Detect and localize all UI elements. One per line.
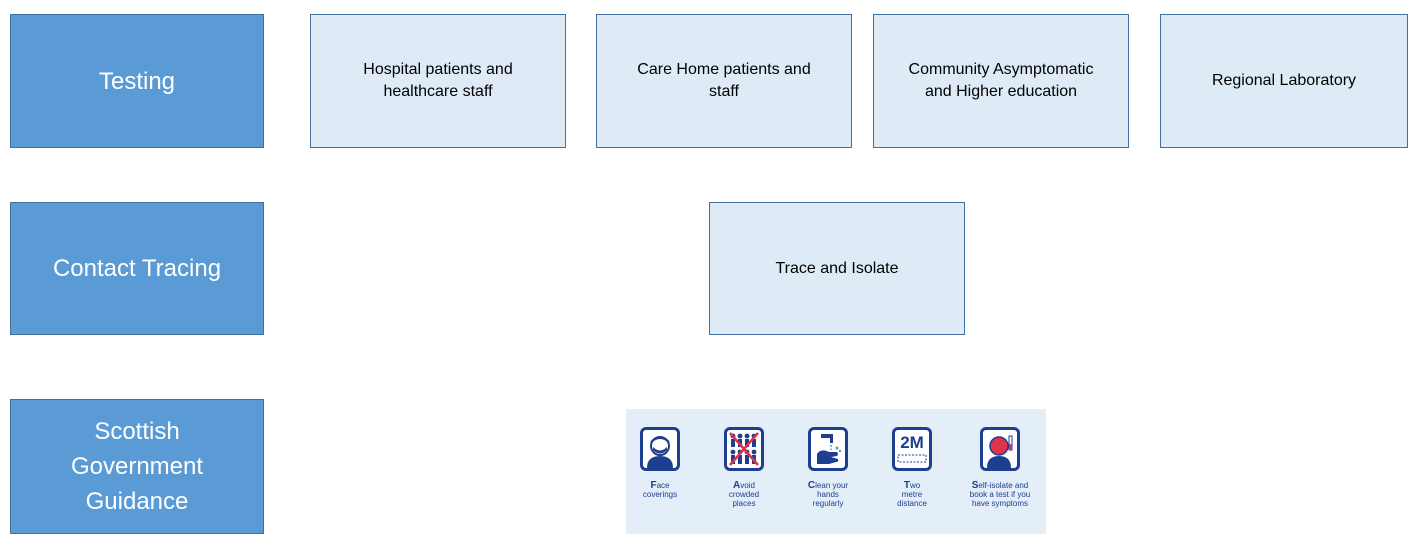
guidance-item-self-isolate: Self-isolate and book a test if you have… xyxy=(958,427,1042,508)
guidance-item-text: Clean your hands regularly xyxy=(807,480,849,509)
contact-tracing-item-label: Trace and Isolate xyxy=(775,259,899,277)
guidance-item-text: Two metre distance xyxy=(897,480,927,509)
contact-tracing-item: Trace and Isolate xyxy=(709,202,965,335)
guidance-item-avoid-crowds: Avoid crowded places xyxy=(706,427,782,508)
category-testing: Testing xyxy=(10,14,264,148)
guidance-item-text: Self-isolate and book a test if you have… xyxy=(969,480,1031,509)
category-contact-tracing: Contact Tracing xyxy=(10,202,264,335)
guidance-item-text: Face coverings xyxy=(642,480,678,500)
testing-item-hospital: Hospital patients and healthcare staff xyxy=(310,14,566,148)
testing-item-label: Hospital patients and healthcare staff xyxy=(363,61,513,100)
testing-item-regional-lab: Regional Laboratory xyxy=(1160,14,1408,148)
guidance-item-clean-hands: Clean your hands regularly xyxy=(790,427,866,508)
testing-item-care-home: Care Home patients and staff xyxy=(596,14,852,148)
self-isolate-icon xyxy=(980,427,1020,471)
guidance-item-two-metre: 2M Two metre distance xyxy=(874,427,950,508)
category-contact-tracing-label: Contact Tracing xyxy=(52,255,222,282)
category-guidance: Scottish Government Guidance xyxy=(10,399,264,534)
guidance-item-face-coverings: Face coverings xyxy=(622,427,698,499)
category-guidance-label: Scottish Government Guidance xyxy=(70,418,204,515)
handwash-icon xyxy=(808,427,848,471)
two-metre-icon: 2M xyxy=(892,427,932,471)
testing-item-community: Community Asymptomatic and Higher educat… xyxy=(873,14,1129,148)
guidance-graphic: Face coverings Avoid crowded places xyxy=(626,409,1046,534)
testing-item-label: Regional Laboratory xyxy=(1211,72,1357,89)
crowd-icon xyxy=(724,427,764,471)
category-testing-label: Testing xyxy=(98,67,176,95)
testing-item-label: Care Home patients and staff xyxy=(637,61,811,100)
guidance-item-text: Avoid crowded places xyxy=(728,480,760,509)
face-mask-icon xyxy=(640,427,680,471)
two-metre-label: 2M xyxy=(900,433,924,452)
testing-item-label: Community Asymptomatic and Higher educat… xyxy=(908,61,1094,100)
